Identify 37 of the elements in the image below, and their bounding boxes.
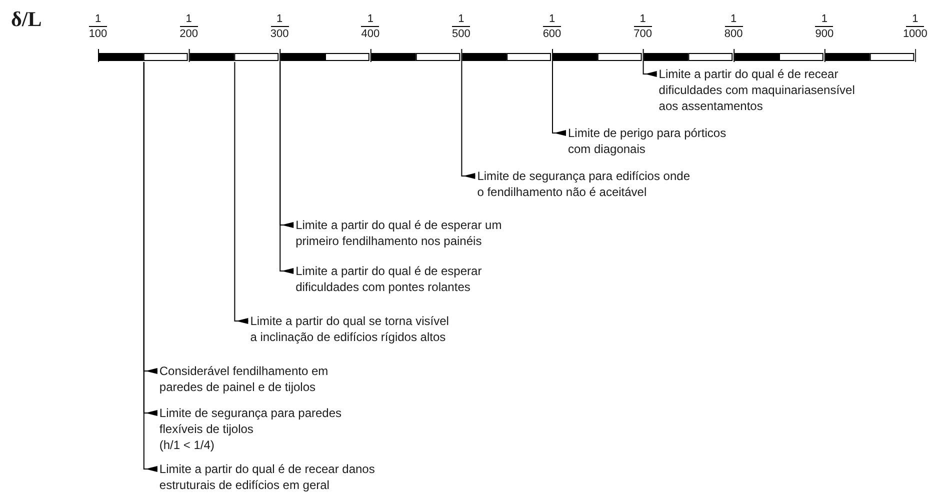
leader-line xyxy=(552,62,566,136)
leader-line xyxy=(234,62,249,324)
annotation-text: (h/1 < 1/4) xyxy=(159,437,216,453)
fraction-denominator: 500 xyxy=(452,27,470,40)
fraction-numerator: 1 xyxy=(542,13,562,27)
annotation-text: Limite de segurança para edifícios onde o fendilhamento não é aceitável xyxy=(477,168,691,200)
leader-line xyxy=(280,62,294,274)
annotation-text: Limite de segurança para paredes flexíveis de tijolos xyxy=(159,405,343,437)
annotation-text: Considerável fendilhamento em paredes de painel e de tijolos xyxy=(159,363,330,395)
scale-bar xyxy=(98,49,916,62)
fraction-denominator: 800 xyxy=(724,27,743,40)
fraction-numerator: 1 xyxy=(180,13,198,27)
fraction-numerator: 1 xyxy=(724,13,743,27)
fraction-numerator: 1 xyxy=(88,13,108,27)
fraction-numerator: 1 xyxy=(361,13,380,27)
fraction-numerator: 1 xyxy=(634,13,652,27)
axis-symbol: δ/L xyxy=(11,9,42,30)
fraction-denominator: 100 xyxy=(88,27,108,40)
fraction-numerator: 1 xyxy=(270,13,289,27)
fraction-numerator: 1 xyxy=(815,13,834,27)
leader-line xyxy=(461,62,476,179)
fraction-denominator: 400 xyxy=(361,27,380,40)
leader-line xyxy=(642,62,658,77)
fraction-denominator: 700 xyxy=(634,27,652,40)
fraction-denominator: 600 xyxy=(542,27,562,40)
annotation-text: Limite a partir do qual se torna visível a inclinação de edifícios rígidos altos xyxy=(250,313,450,345)
annotation-text: Limite a partir do qual é de esperar um primeiro fendilhamento nos painéis xyxy=(296,217,503,249)
fraction-numerator: 1 xyxy=(906,13,924,27)
fraction-denominator: 300 xyxy=(270,27,289,40)
annotation-text: Limite a partir do qual é de esperar dificuldades com pontes rolantes xyxy=(296,263,483,295)
annotation-text: Limite a partir do qual é de recear dificuldades com maquinariasensível aos assentamentos xyxy=(658,66,856,114)
annotation-text: Limite de perigo para pórticos com diagonais xyxy=(568,125,728,157)
fraction-numerator: 1 xyxy=(452,13,470,27)
fraction-denominator: 900 xyxy=(815,27,834,40)
fraction-denominator: 1000 xyxy=(902,27,928,40)
fraction-denominator: 200 xyxy=(180,27,198,40)
annotation-text: Limite a partir do qual é de recear danos estruturais de edifícios em geral xyxy=(159,461,376,493)
